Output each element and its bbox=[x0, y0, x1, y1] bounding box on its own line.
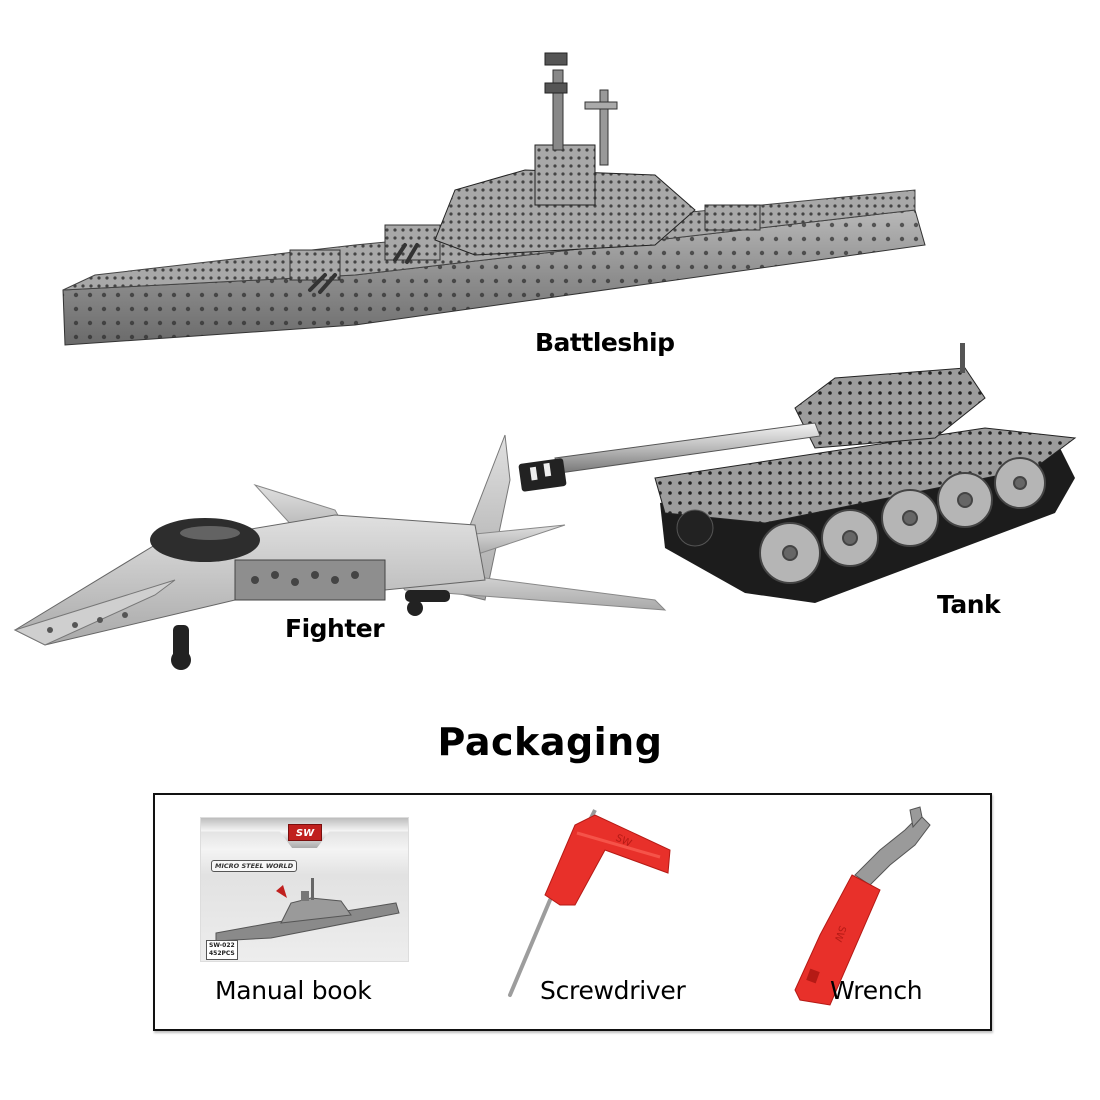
model-code: SW-022 bbox=[209, 942, 235, 949]
battleship-illustration bbox=[62, 52, 926, 346]
manual-book-label: Manual book bbox=[215, 976, 372, 1005]
screwdriver-icon: SW bbox=[508, 809, 671, 997]
manual-ship-icon bbox=[215, 878, 400, 942]
screwdriver-label: Screwdriver bbox=[540, 976, 686, 1005]
screwdriver-image: SW bbox=[500, 805, 680, 1005]
piece-count: 452PCS bbox=[209, 950, 235, 957]
fighter-illustration bbox=[13, 434, 667, 670]
fighter-image bbox=[5, 430, 670, 675]
packaging-title: Packaging bbox=[437, 720, 663, 764]
wrench-image: SW bbox=[770, 805, 950, 1015]
tank-label: Tank bbox=[937, 590, 1001, 619]
manual-logo: SW bbox=[288, 824, 322, 841]
wrench-mark: SW bbox=[832, 924, 848, 943]
manual-model-code: SW-022 452PCS bbox=[206, 940, 238, 960]
tank-image bbox=[515, 338, 1085, 618]
battleship-label: Battleship bbox=[535, 328, 675, 357]
manual-book-image: SW MICRO STEEL WORLD SW-022 452PCS bbox=[200, 817, 409, 962]
wrench-label: Wrench bbox=[830, 976, 923, 1005]
tank-illustration bbox=[518, 343, 1077, 603]
wrench-icon: SW bbox=[794, 806, 931, 1006]
battleship-image bbox=[55, 50, 945, 350]
fighter-label: Fighter bbox=[285, 614, 385, 643]
manual-brand: MICRO STEEL WORLD bbox=[211, 860, 298, 872]
